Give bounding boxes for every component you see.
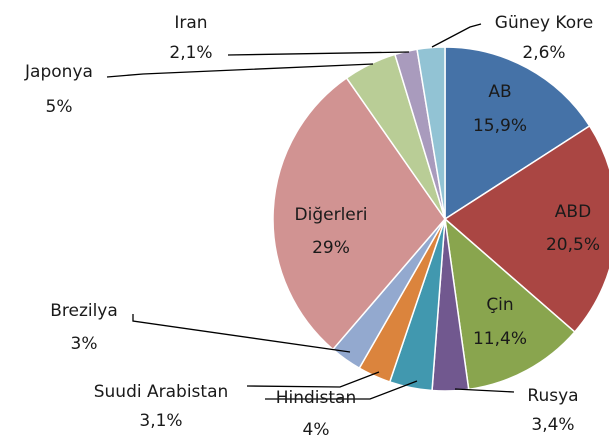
slice-name-ab: AB <box>488 82 511 102</box>
pie-slice-ab <box>444 46 591 221</box>
slice-name-brezilya: Brezilya <box>50 301 118 321</box>
slice-labels: AB 15,9% ABD 20,5% Çin 11,4% Rusya 3,4% Hindista… <box>24 13 600 440</box>
leader-line-hindistan <box>265 380 418 400</box>
slice-value-suudi-arabistan: 3,1% <box>139 411 182 431</box>
slice-value-iran: 2,1% <box>169 43 212 63</box>
leader-line-brezilya <box>132 314 351 353</box>
slice-value-cin: 11,4% <box>473 329 527 349</box>
leader-line-rusya <box>454 388 515 393</box>
pie-slice-guney-kore <box>416 46 446 220</box>
leader-line-japonya <box>106 63 374 78</box>
pie-slices <box>272 46 609 392</box>
slice-name-digerleri: Diğerleri <box>295 205 368 225</box>
slice-value-ab: 15,9% <box>473 116 527 136</box>
slice-name-abd: ABD <box>555 202 591 222</box>
leader-line-suudi-arabistan <box>246 371 380 388</box>
slice-name-rusya: Rusya <box>527 386 578 406</box>
slice-value-japonya: 5% <box>46 97 73 117</box>
slice-name-japonya: Japonya <box>24 62 93 82</box>
slice-name-iran: Iran <box>174 13 207 33</box>
slice-name-suudi-arabistan: Suudi Arabistan <box>94 382 229 402</box>
pie-slice-digerleri <box>272 76 446 351</box>
leader-line-iran <box>227 51 410 56</box>
pie-slice-cin <box>443 217 576 391</box>
slice-value-hindistan: 4% <box>303 420 330 440</box>
pie-slice-abd <box>443 124 609 333</box>
slice-value-brezilya: 3% <box>71 334 98 354</box>
slice-name-cin: Çin <box>486 295 513 315</box>
slice-name-guney-kore: Güney Kore <box>495 13 593 33</box>
leader-line-guney-kore <box>431 23 482 48</box>
slice-value-rusya: 3,4% <box>531 415 574 435</box>
slice-value-digerleri: 29% <box>312 238 350 258</box>
leader-lines <box>106 23 515 400</box>
slice-value-abd: 20,5% <box>546 235 600 255</box>
slice-name-hindistan: Hindistan <box>276 388 357 408</box>
slice-value-guney-kore: 2,6% <box>522 43 565 63</box>
